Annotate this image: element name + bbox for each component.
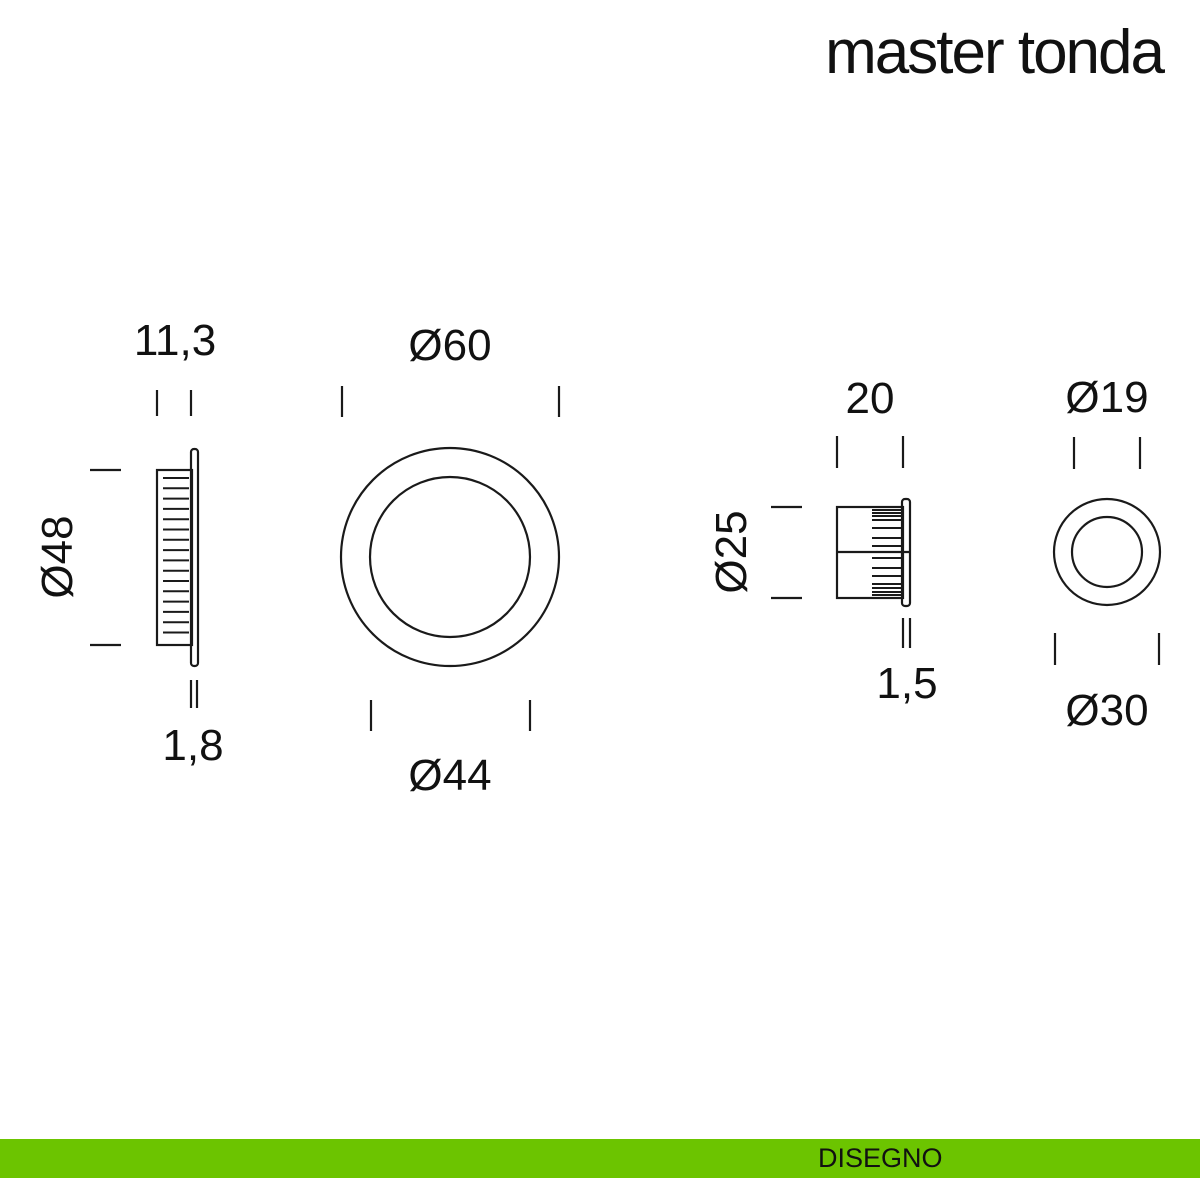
bushing-body-diameter-label: Ø25 (707, 510, 756, 593)
handle-side-view: 11,3 Ø48 1,8 (33, 316, 224, 770)
handle-plate-thickness-label: 1,8 (162, 721, 223, 770)
handle-inner-diameter-label: Ø44 (408, 751, 491, 800)
footer-bar: DISEGNO (0, 1139, 1200, 1178)
bushing-side-view: 20 Ø25 1,5 (707, 374, 938, 708)
handle-grip-hatching (163, 477, 189, 634)
handle-outer-diameter-label: Ø60 (408, 321, 491, 370)
bushing-inner-diameter-label: Ø19 (1065, 373, 1148, 422)
bushing-outer-diameter-label: Ø30 (1065, 686, 1148, 735)
bushing-depth-label: 20 (846, 374, 895, 423)
bushing-plate-thickness-label: 1,5 (876, 659, 937, 708)
product-title: master tonda (825, 18, 1165, 87)
footer-label: DISEGNO (818, 1143, 943, 1173)
handle-body-diameter-label: Ø48 (33, 515, 82, 598)
bushing-grip-hatching (872, 509, 902, 596)
bushing-front-view: Ø19 Ø30 (1052, 373, 1162, 735)
handle-front-view: Ø60 Ø44 (339, 321, 561, 800)
handle-depth-label: 11,3 (134, 316, 216, 365)
